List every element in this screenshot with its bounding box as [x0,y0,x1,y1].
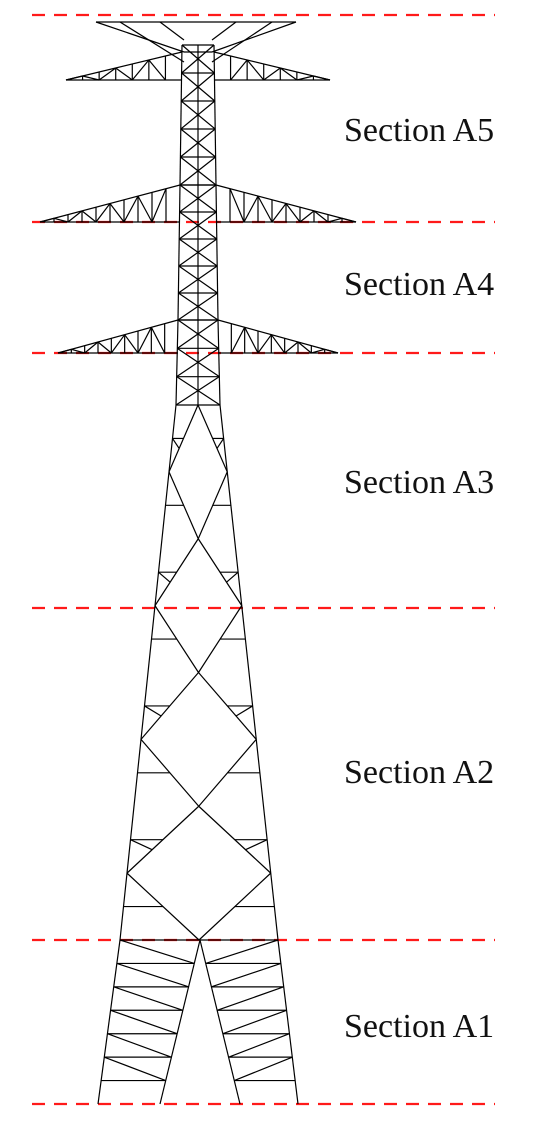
crossarm-web [230,59,248,81]
crossarm-web [313,210,329,223]
crossarm-web [150,327,166,354]
tower-sub-brace [226,571,239,583]
tower-sub-brace [144,705,162,717]
crossarm-web [137,195,153,223]
crossarm-web [285,203,301,223]
crossarm-web [123,195,139,223]
crossarm-web [257,334,272,354]
tower-brace [205,939,279,964]
crossarm-web [324,348,339,354]
crossarm-web [243,195,259,223]
transmission-tower [39,21,357,1105]
section-label-a3: Section A3 [344,464,495,501]
crossarm-web [279,67,298,81]
tower-brace [222,1009,287,1035]
tower-leg [215,184,219,321]
crossarm-web [297,341,312,354]
crossarm-web [124,334,139,354]
tower-leg [217,319,221,406]
base-inner-leg [159,939,201,1105]
crossarm-web [230,327,246,354]
tower-leg [175,319,179,406]
crossarm-web [65,75,83,81]
crossarm-web [246,59,265,81]
crossarm-web [299,210,315,223]
crossarm-chord [213,51,331,81]
tower-sub-brace [171,438,180,449]
crossarm-web [131,59,150,81]
peak-member [211,21,237,41]
crossarm-chord [57,319,179,354]
crossarm-web [263,67,281,81]
crossarm-web [229,188,245,223]
section-label-a4: Section A4 [344,266,495,303]
crossarm-web [271,203,287,223]
tower-brace [107,1033,172,1058]
tower-brace [216,986,284,1011]
crossarm-web [270,334,286,354]
crossarm-web [151,188,167,223]
crossarm-web [67,210,83,223]
crossarm-web [327,217,343,223]
crossarm-web [95,203,111,223]
crossarm-web [257,195,273,223]
tower-leg [119,404,177,941]
peak-member [95,21,185,53]
crossarm-web [39,217,55,223]
crossarm-web [57,348,72,354]
tower-sub-brace [158,571,171,583]
crossarm-web [296,75,314,81]
crossarm-web [53,217,69,223]
tower-leg [219,404,279,941]
tower-brace [228,1033,290,1058]
tower-brace [104,1056,166,1082]
section-label-a2: Section A2 [344,754,495,791]
crossarm-web [148,59,166,81]
peak-member [119,21,185,63]
crossarm-web [311,348,325,354]
tower-brace [234,1056,293,1082]
crossarm-web [97,341,112,354]
tower-leg [177,184,181,321]
crossarm-web [284,341,299,354]
peak-member [211,21,273,63]
section-boundaries [32,13,495,1106]
tower-brace [211,962,282,988]
crossarm-web [110,334,126,354]
tower-brace [113,986,184,1011]
crossarm-web [81,210,97,223]
crossarm-chord [217,319,339,354]
tower-sub-brace [216,438,225,449]
tower-leg [277,939,299,1105]
tower-leg [97,939,121,1105]
section-label-a1: Section A1 [344,1008,495,1045]
crossarm-web [98,67,117,81]
crossarm-web [84,341,99,354]
crossarm-web [341,217,357,223]
crossarm-web [313,75,331,81]
crossarm-web [82,75,100,81]
crossarm-chord [65,51,183,81]
tower-brace [110,1009,178,1035]
section-label-a5: Section A5 [344,112,495,149]
peak-member [211,21,297,53]
tower-sub-brace [245,839,268,851]
tower-brace [116,962,189,988]
crossarm-web [109,203,125,223]
tower-sub-brace [235,705,253,717]
crossarm-web [244,327,259,354]
tower-leg [213,44,217,186]
crossarm-web [115,67,133,81]
base-inner-leg [199,939,241,1105]
peak-member [159,21,185,41]
crossarm-web [71,348,85,354]
tower-leg [179,44,183,186]
tower-sub-brace [130,839,153,851]
crossarm-web [137,327,152,354]
tower-brace [119,939,195,965]
